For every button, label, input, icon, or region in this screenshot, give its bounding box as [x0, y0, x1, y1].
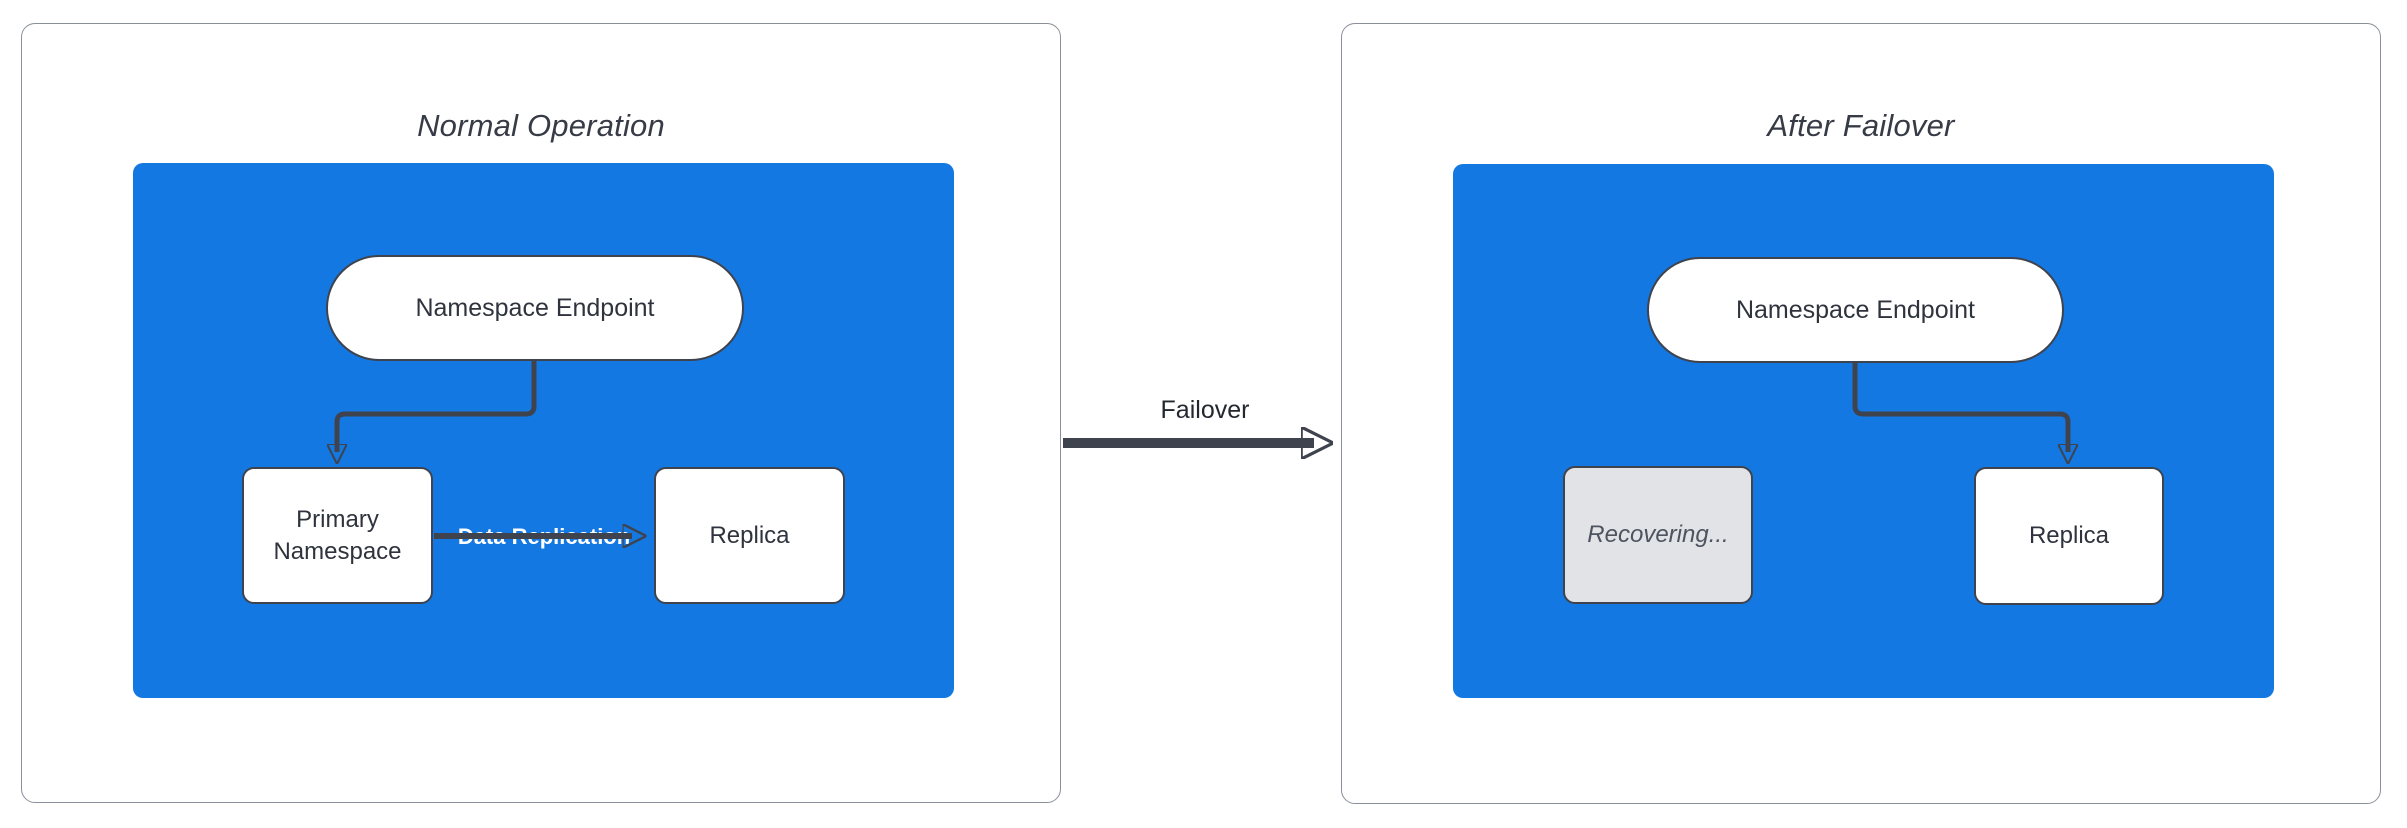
cluster-box-failover: Namespace Endpoint Recovering... Replica	[1453, 164, 2274, 698]
namespace-endpoint-node-failover: Namespace Endpoint	[1647, 257, 2064, 363]
panel-title-after-failover: After Failover	[1767, 108, 1955, 143]
primary-namespace-label: Primary Namespace	[273, 506, 402, 565]
namespace-endpoint-label-normal: Namespace Endpoint	[415, 293, 655, 322]
replica-node-normal: Replica	[654, 467, 845, 604]
primary-namespace-node: Primary Namespace	[242, 467, 433, 604]
panel-normal-operation: Normal Operation Namespace Endpoint Prim…	[21, 23, 1061, 803]
panel-after-failover: After Failover Namespace Endpoint Recove…	[1341, 23, 2381, 804]
recovering-label: Recovering...	[1587, 521, 1729, 549]
namespace-endpoint-node-normal: Namespace Endpoint	[326, 255, 744, 361]
recovering-node: Recovering...	[1563, 466, 1753, 604]
replica-label-normal: Replica	[709, 521, 790, 549]
cluster-box-normal: Namespace Endpoint Primary Namespace Rep…	[133, 163, 954, 698]
failover-transition-label: Failover	[1160, 396, 1250, 424]
replica-node-failover: Replica	[1974, 467, 2164, 605]
replica-label-failover: Replica	[2028, 522, 2110, 550]
panel-title-normal-operation: Normal Operation	[417, 108, 665, 143]
data-replication-edge-label: Data Replication	[453, 522, 635, 552]
namespace-endpoint-label-failover: Namespace Endpoint	[1735, 295, 1976, 324]
